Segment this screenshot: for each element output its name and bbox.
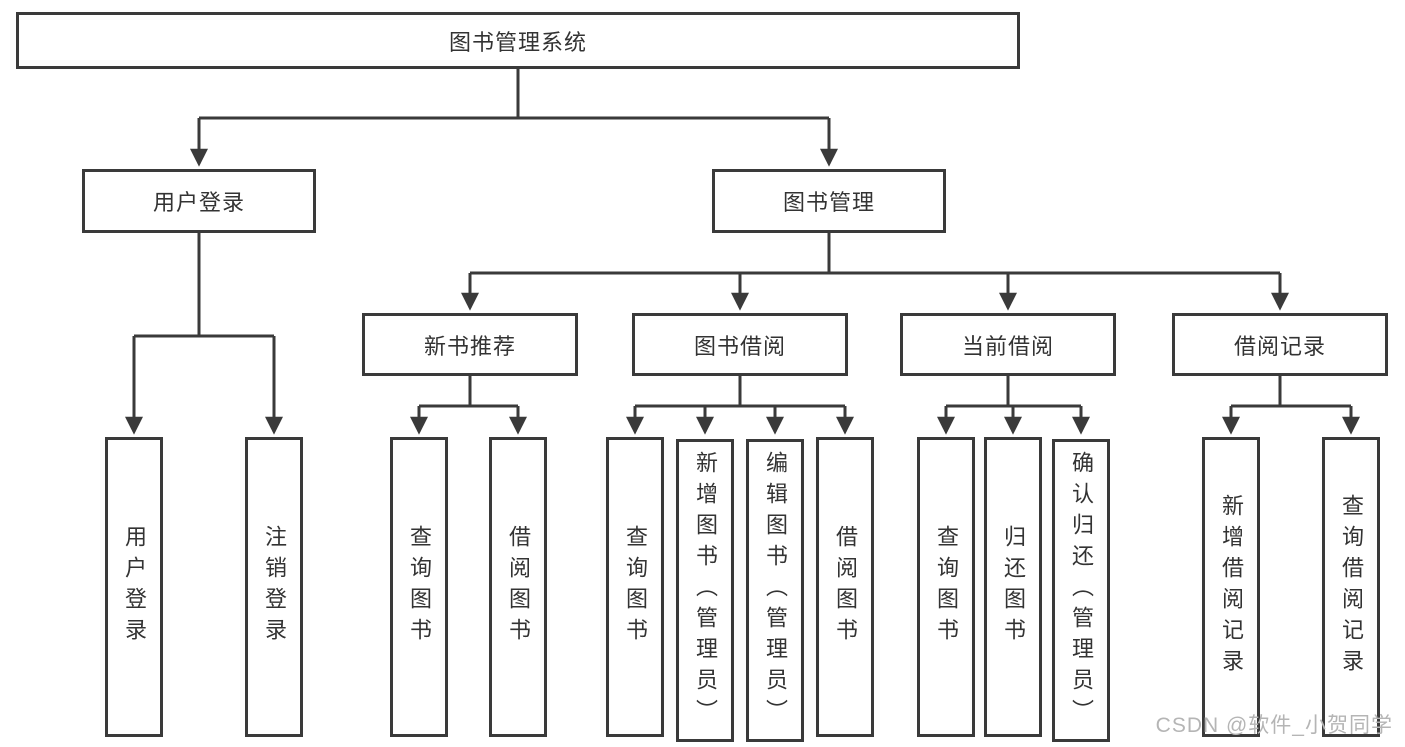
leaf-record-add-label: 新增借阅记录 [1219,494,1244,680]
leaf-currentborrow-query: 查询图书 [917,437,975,737]
node-borrowing-record-label: 借阅记录 [1233,333,1326,359]
leaf-currentborrow-return-label: 归还图书 [1001,525,1026,649]
node-new-book-recommend: 新书推荐 [362,313,578,376]
leaf-user-login-label: 用户登录 [122,525,147,649]
leaf-currentborrow-return: 归还图书 [984,437,1042,737]
leaf-bookborrow-borrow: 借阅图书 [816,437,874,737]
edge-bookmgmt-trunk [470,233,1280,275]
edge-newbook-trunk [419,376,518,408]
leaf-logout-label: 注销登录 [262,525,287,649]
leaf-user-login: 用户登录 [105,437,163,737]
leaf-bookborrow-add-label: 新增图书（管理员） [693,451,718,730]
node-user-login: 用户登录 [82,169,316,233]
leaf-currentborrow-confirm-label: 确认归还（管理员） [1069,451,1094,730]
leaf-record-query: 查询借阅记录 [1322,437,1380,737]
leaf-bookborrow-edit-label: 编辑图书（管理员） [763,451,788,730]
node-book-borrowing-label: 图书借阅 [693,333,786,359]
leaf-newbook-borrow: 借阅图书 [489,437,547,737]
edge-borrowrecord-trunk [1231,376,1351,408]
node-book-borrowing: 图书借阅 [632,313,848,376]
leaf-currentborrow-query-label: 查询图书 [934,525,959,649]
edge-root-trunk [199,69,829,120]
leaf-currentborrow-confirm: 确认归还（管理员） [1052,439,1110,742]
edge-bookborrow-trunk [635,376,845,408]
leaf-record-query-label: 查询借阅记录 [1339,494,1364,680]
leaf-bookborrow-add: 新增图书（管理员） [676,439,734,742]
leaf-newbook-query-label: 查询图书 [407,525,432,649]
leaf-newbook-query: 查询图书 [390,437,448,737]
leaf-logout: 注销登录 [245,437,303,737]
node-current-borrowing: 当前借阅 [900,313,1116,376]
leaf-newbook-borrow-label: 借阅图书 [506,525,531,649]
node-book-management: 图书管理 [712,169,946,233]
edge-userlogin-trunk [134,233,274,338]
edge-currentborrow-trunk [946,376,1081,408]
node-root-label: 图书管理系统 [448,29,587,55]
node-root: 图书管理系统 [16,12,1020,69]
leaf-bookborrow-borrow-label: 借阅图书 [833,525,858,649]
node-book-management-label: 图书管理 [782,190,875,215]
node-user-login-label: 用户登录 [152,190,245,215]
leaf-bookborrow-query-label: 查询图书 [623,525,648,649]
leaf-record-add: 新增借阅记录 [1202,437,1260,737]
leaf-bookborrow-edit: 编辑图书（管理员） [746,439,804,742]
csdn-watermark: CSDN @软件_小贺同学 [1155,714,1393,737]
node-new-book-recommend-label: 新书推荐 [423,333,516,359]
node-current-borrowing-label: 当前借阅 [961,333,1054,359]
leaf-bookborrow-query: 查询图书 [606,437,664,737]
node-borrowing-record: 借阅记录 [1172,313,1388,376]
